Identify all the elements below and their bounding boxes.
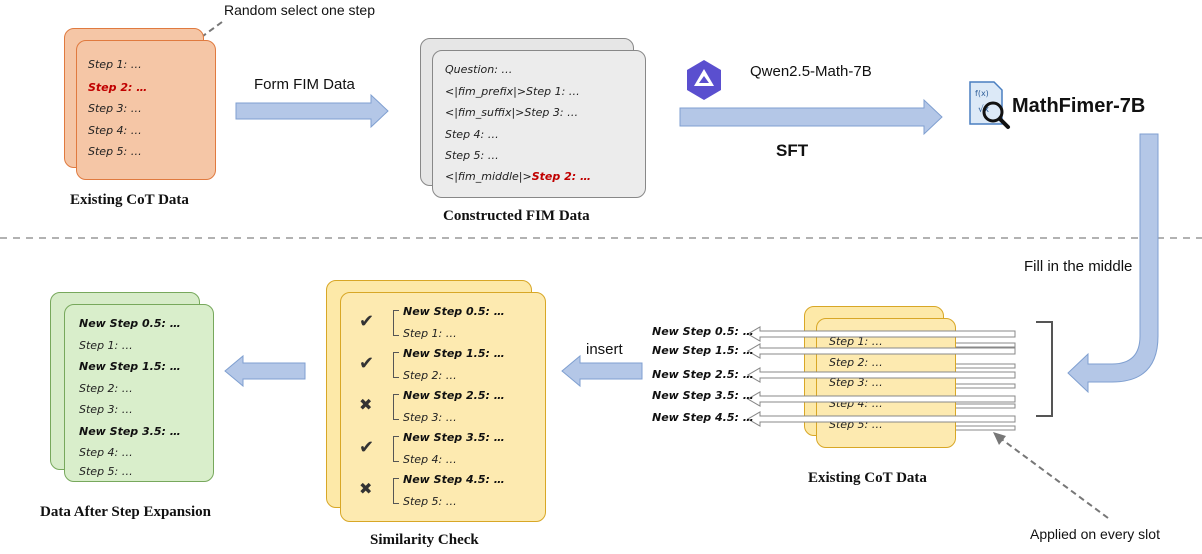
similarity-old-step: Step 1: …: [403, 327, 457, 340]
similarity-new-step: New Step 4.5: …: [403, 473, 505, 486]
fim-line: Step 5: …: [445, 149, 499, 162]
similarity-new-step: New Step 3.5: …: [403, 431, 505, 444]
similarity-old-step: Step 2: …: [403, 369, 457, 382]
similarity-card: ✔ New Step 0.5: … Step 1: … ✔ New Step 1…: [340, 292, 546, 522]
pair-bracket: [393, 478, 399, 504]
expanded-line: Step 5: …: [79, 465, 133, 478]
fim-line: Step 4: …: [445, 128, 499, 141]
reject-icon: ✖: [359, 395, 373, 414]
insert-label: insert: [586, 341, 623, 358]
slot-step-line: Step 2: …: [829, 356, 883, 369]
form-fim-arrow: [235, 93, 389, 129]
slot-step-line: Step 1: …: [829, 335, 883, 348]
expanded-line: Step 4: …: [79, 446, 133, 459]
similarity-old-step: Step 3: …: [403, 411, 457, 424]
every-slot-label: Applied on every slot: [1030, 526, 1160, 542]
expanded-line: Step 1: …: [79, 339, 133, 352]
expanded-line: New Step 3.5: …: [79, 425, 181, 438]
slot-new-step: New Step 4.5: …: [652, 411, 754, 424]
accept-icon: ✔: [359, 311, 375, 332]
fim-line: Question: …: [445, 63, 513, 76]
slots-bracket: [1036, 321, 1053, 417]
expanded-line: Step 2: …: [79, 382, 133, 395]
sft-label: SFT: [776, 141, 809, 160]
pair-bracket: [393, 394, 399, 420]
accept-icon: ✔: [359, 437, 375, 458]
pair-bracket: [393, 352, 399, 378]
step-line: Step 1: …: [88, 58, 142, 71]
every-slot-pointer: [999, 437, 1109, 519]
cot-slot-card: Step 1: … Step 2: … Step 3: … Step 4: … …: [816, 318, 956, 448]
insert-arrow: [561, 354, 643, 388]
fim-middle-token: <|fim_middle|>: [445, 170, 532, 183]
form-fim-label: Form FIM Data: [254, 76, 355, 93]
slot-new-step: New Step 0.5: …: [652, 325, 754, 338]
fim-line: <|fim_suffix|>Step 3: …: [445, 106, 579, 119]
expanded-line: New Step 1.5: …: [79, 360, 181, 373]
step-line: Step 4: …: [88, 124, 142, 137]
expanded-line: Step 3: …: [79, 403, 133, 416]
slot-step-line: Step 5: …: [829, 418, 883, 431]
fill-middle-arrow: [1067, 133, 1159, 394]
fim-middle-line: <|fim_middle|>Step 2: …: [445, 170, 591, 183]
every-slot-pointer-head: [993, 432, 1006, 445]
reject-icon: ✖: [359, 479, 373, 498]
similarity-old-step: Step 5: …: [403, 495, 457, 508]
expansion-arrow: [224, 354, 306, 388]
mathfimer-label: MathFimer-7B: [1012, 95, 1146, 117]
random-select-label: Random select one step: [224, 2, 375, 18]
similarity-new-step: New Step 2.5: …: [403, 389, 505, 402]
slot-new-step: New Step 3.5: …: [652, 389, 754, 402]
fim-line: <|fim_prefix|>Step 1: …: [445, 85, 580, 98]
similarity-new-step: New Step 1.5: …: [403, 347, 505, 360]
similarity-old-step: Step 4: …: [403, 453, 457, 466]
sft-arrow: [679, 98, 943, 136]
expanded-card: New Step 0.5: … Step 1: … New Step 1.5: …: [64, 304, 214, 482]
fim-card: Question: … <|fim_prefix|>Step 1: … <|fi…: [432, 50, 646, 198]
step-line: Step 5: …: [88, 145, 142, 158]
similarity-caption: Similarity Check: [370, 532, 479, 548]
slot-new-step: New Step 1.5: …: [652, 344, 754, 357]
similarity-new-step: New Step 0.5: …: [403, 305, 505, 318]
slot-card-caption: Existing CoT Data: [808, 470, 927, 486]
slot-new-step: New Step 2.5: …: [652, 368, 754, 381]
expanded-line: New Step 0.5: …: [79, 317, 181, 330]
fill-middle-label: Fill in the middle: [1024, 258, 1133, 275]
fim-caption: Constructed FIM Data: [443, 208, 590, 224]
selected-step-line: Step 2: …: [88, 81, 148, 94]
slot-step-line: Step 3: …: [829, 376, 883, 389]
fim-middle-target: Step 2: …: [531, 170, 591, 183]
cot-caption: Existing CoT Data: [70, 192, 189, 208]
pair-bracket: [393, 436, 399, 462]
accept-icon: ✔: [359, 353, 375, 374]
random-select-pointer: [145, 21, 223, 79]
cot-card: Step 1: … Step 2: … Step 3: … Step 4: … …: [76, 40, 216, 180]
expanded-caption: Data After Step Expansion: [40, 504, 211, 520]
step-line: Step 3: …: [88, 102, 142, 115]
model-label: Qwen2.5-Math-7B: [750, 63, 872, 80]
slot-step-line: Step 4: …: [829, 397, 883, 410]
pair-bracket: [393, 310, 399, 336]
